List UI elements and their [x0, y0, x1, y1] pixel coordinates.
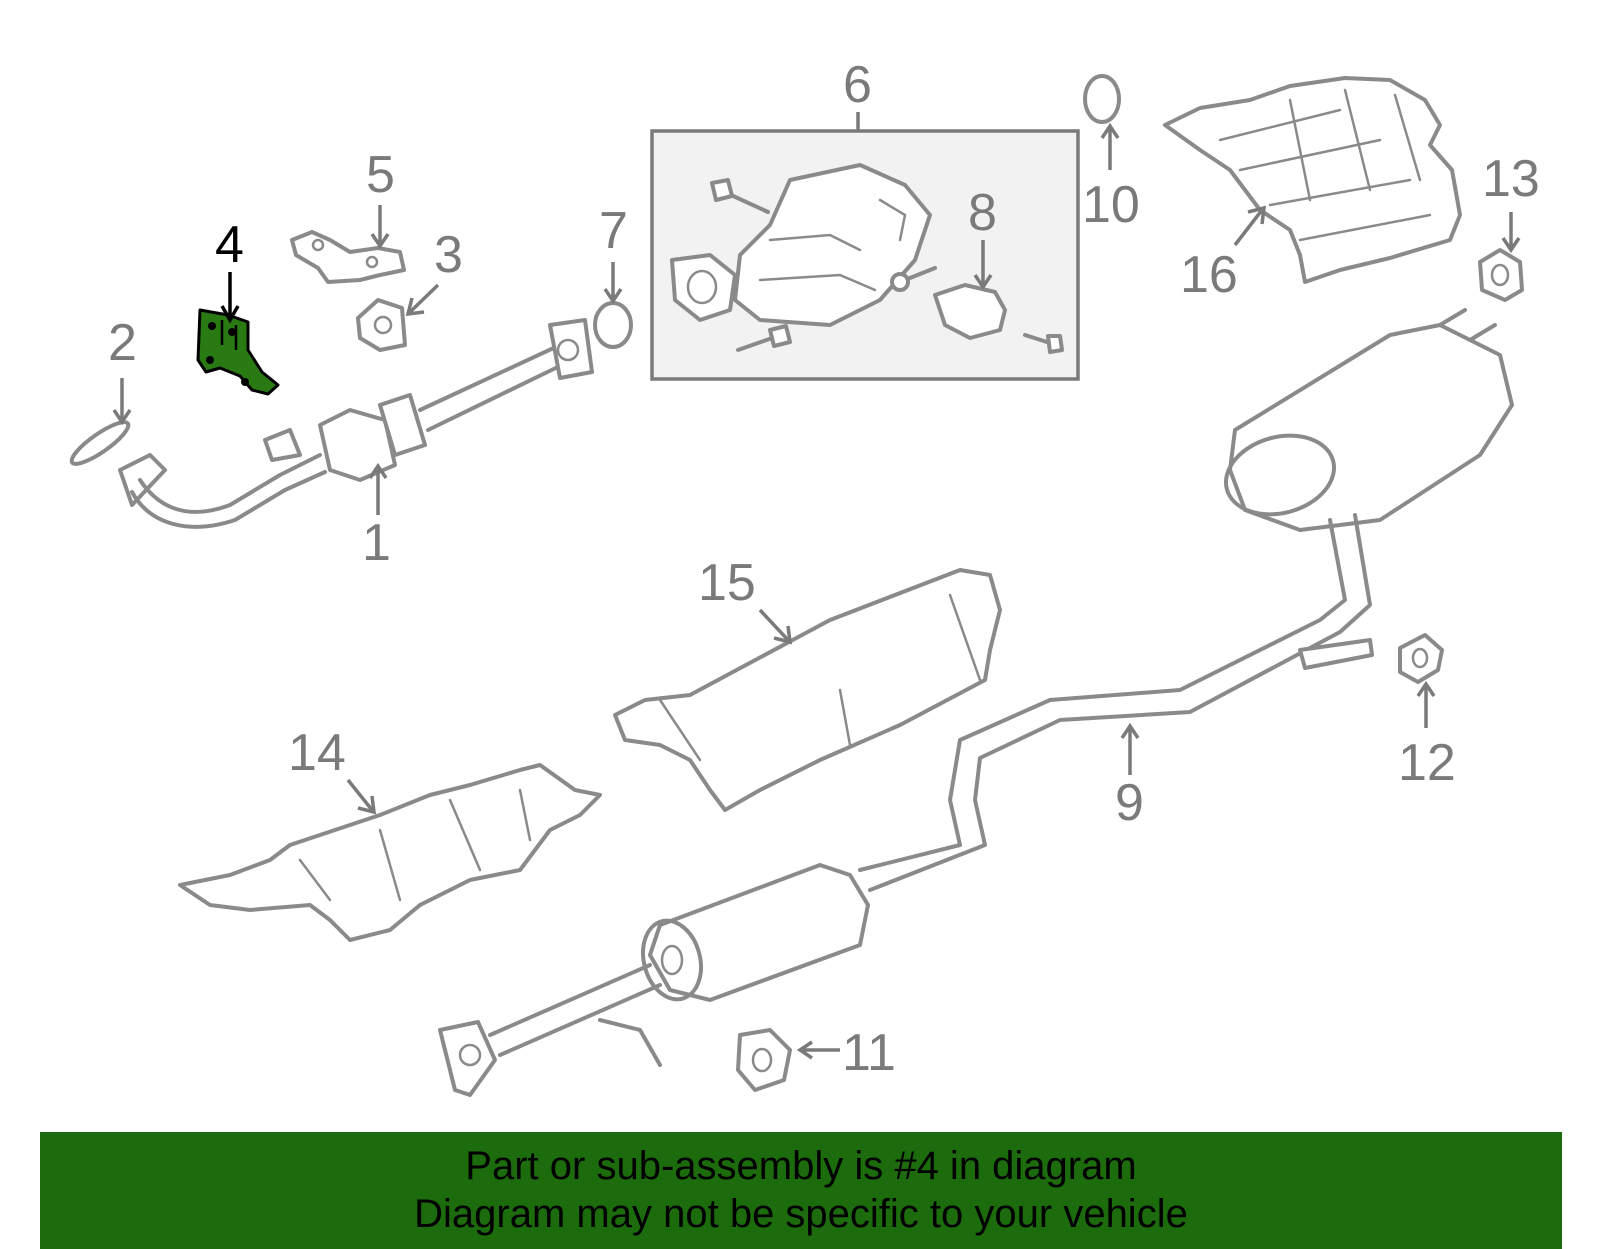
part-13-mount[interactable] — [1478, 248, 1524, 302]
label-15: 15 — [698, 554, 756, 612]
part-2-gasket[interactable] — [67, 416, 133, 470]
label-2: 2 — [108, 314, 137, 372]
part-5-bracket[interactable] — [290, 230, 406, 284]
part-15-heat-shield[interactable] — [613, 568, 1002, 812]
part-3-mount[interactable] — [356, 298, 407, 352]
label-16: 16 — [1180, 246, 1238, 304]
label-12: 12 — [1398, 734, 1456, 792]
exhaust-system-diagram: 1 2 3 4 5 6 7 8 9 10 11 12 13 14 15 16 — [67, 56, 1540, 1097]
part-16-heat-shield[interactable] — [1163, 76, 1462, 284]
label-5: 5 — [366, 146, 395, 204]
label-13: 13 — [1482, 150, 1540, 208]
part-1-front-pipe[interactable] — [118, 318, 594, 529]
banner-line-1: Part or sub-assembly is #4 in diagram — [465, 1144, 1137, 1188]
label-14: 14 — [288, 724, 346, 782]
part-14-heat-shield[interactable] — [178, 763, 602, 942]
label-4-highlighted: 4 — [215, 216, 244, 274]
part-8-clip[interactable] — [933, 283, 1007, 340]
part-7-gasket[interactable] — [593, 301, 633, 349]
part-9-muffler-pipe[interactable] — [858, 308, 1514, 892]
label-8: 8 — [968, 184, 997, 242]
part-12-rubber[interactable] — [1398, 633, 1444, 684]
part-9-center-muffler[interactable] — [438, 863, 870, 1097]
label-6: 6 — [843, 56, 872, 114]
label-3: 3 — [434, 226, 463, 284]
part-10-gasket[interactable] — [1083, 74, 1121, 124]
part-info-banner: Part or sub-assembly is #4 in diagram Di… — [40, 1132, 1562, 1249]
part-4-bracket-highlighted[interactable] — [196, 308, 280, 396]
part-11-rubber[interactable] — [736, 1028, 792, 1092]
label-11: 11 — [842, 1024, 896, 1082]
leader-lines — [112, 112, 1521, 1060]
label-1: 1 — [362, 514, 391, 572]
banner-line-2: Diagram may not be specific to your vehi… — [414, 1192, 1188, 1236]
part-labels: 1 2 3 4 5 6 7 8 9 10 11 12 13 14 15 16 — [108, 56, 1540, 1082]
label-7: 7 — [599, 202, 628, 260]
label-10: 10 — [1082, 176, 1140, 234]
part-6-assembly[interactable] — [670, 163, 1064, 354]
label-9: 9 — [1115, 774, 1144, 832]
